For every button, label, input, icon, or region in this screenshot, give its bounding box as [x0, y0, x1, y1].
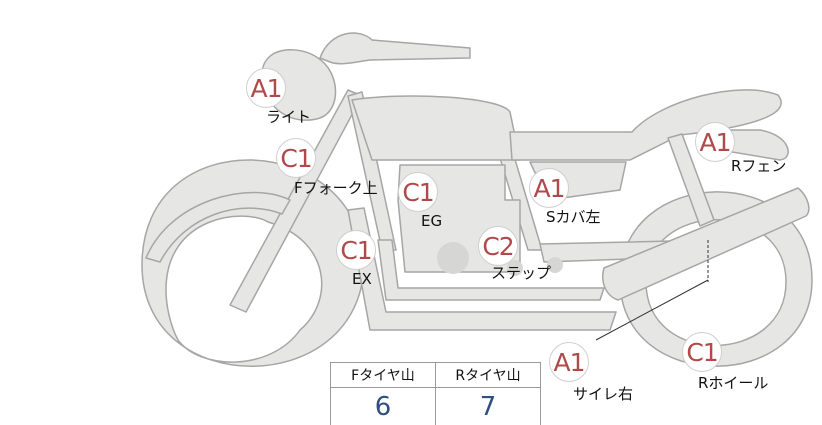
damage-badge-headlight: A1 — [246, 68, 286, 108]
damage-badge-muffler-right: A1 — [549, 342, 589, 382]
rear-tire — [619, 191, 813, 367]
frame-downtube — [347, 91, 397, 251]
handlebar — [319, 32, 471, 65]
damage-badge-front-fork: C1 — [276, 138, 316, 178]
damage-label-rear-fender: Rフェン — [731, 157, 787, 175]
exhaust-pipe-2 — [377, 239, 605, 301]
damage-label-headlight: ライト — [266, 108, 312, 126]
leader-line-muffler — [595, 279, 709, 341]
damage-label-step: ステップ — [491, 264, 552, 282]
rear-shock — [667, 133, 715, 227]
damage-badge-rear-wheel: C1 — [682, 332, 722, 372]
exhaust-pipe — [347, 207, 617, 331]
damage-label-rear-wheel: Rホイール — [698, 374, 769, 392]
damage-label-engine: EG — [421, 212, 443, 230]
damage-badge-rear-fender: A1 — [695, 122, 735, 162]
fuel-tank — [351, 95, 521, 161]
damage-label-muffler-right: サイレ右 — [573, 385, 634, 403]
tire-tread-header-row: Fタイヤ山 Rタイヤ山 — [330, 362, 541, 388]
damage-badge-exhaust: C1 — [336, 230, 376, 270]
rear-tire-tread-header: Rタイヤ山 — [435, 362, 541, 388]
rear-footpeg — [547, 257, 563, 273]
engine-cover — [437, 242, 469, 274]
damage-label-side-cover: Sカバ左 — [546, 208, 601, 226]
tire-tread-value-row: 6 7 — [330, 387, 541, 425]
tire-tread-table: Fタイヤ山 Rタイヤ山 6 7 — [330, 362, 541, 425]
front-tire-tread-value: 6 — [330, 387, 436, 425]
damage-badge-step: C2 — [478, 226, 518, 266]
damage-label-exhaust: EX — [352, 270, 372, 288]
front-tire-tread-header: Fタイヤ山 — [330, 362, 436, 388]
muffler — [602, 187, 810, 301]
damage-label-front-fork: Fフォーク上 — [294, 179, 378, 197]
damage-badge-engine: C1 — [398, 172, 438, 212]
rear-tire-tread-value: 7 — [435, 387, 541, 425]
damage-badge-side-cover: A1 — [529, 168, 569, 208]
footpeg — [507, 260, 523, 276]
headlight — [261, 48, 337, 121]
front-fender — [145, 191, 291, 263]
